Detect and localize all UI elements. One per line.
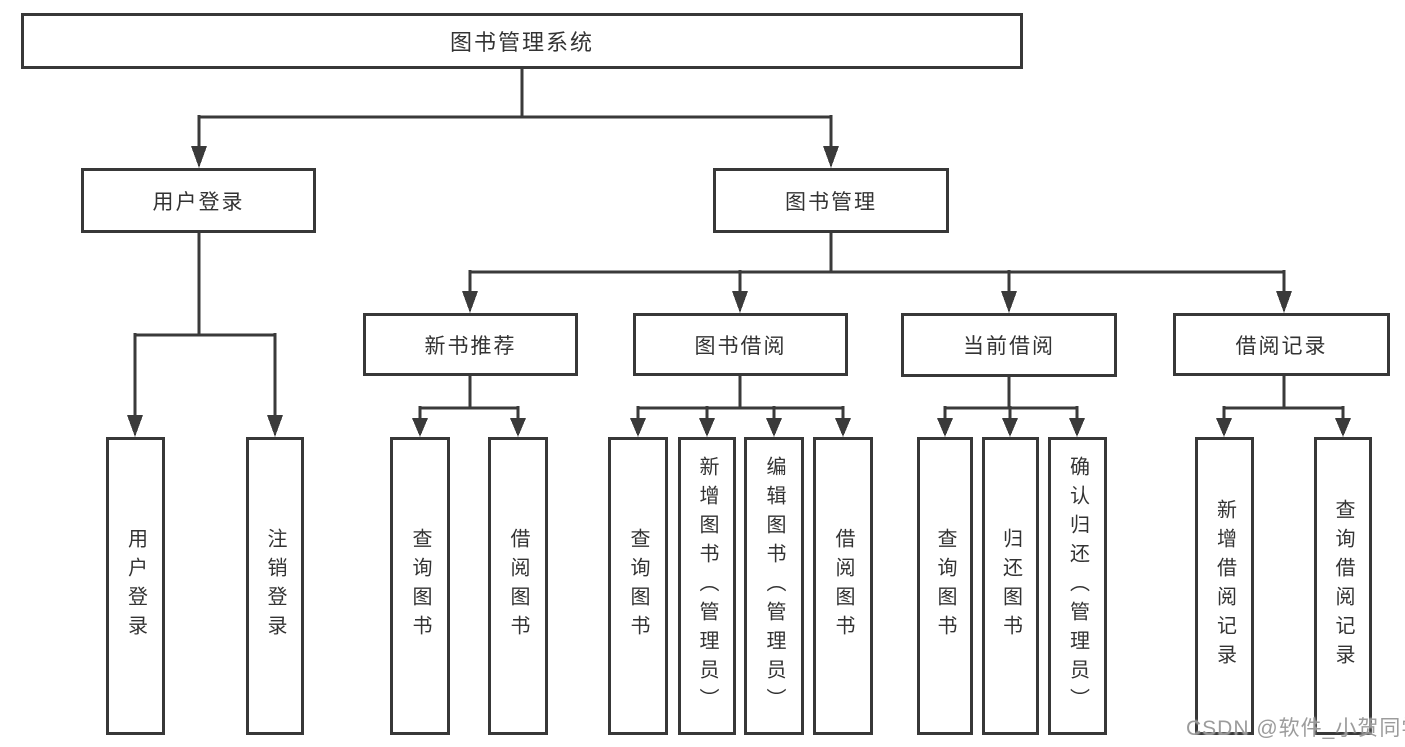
node-leaf-query-books-3: 查询图书 xyxy=(917,437,973,735)
node-leaf-return-books: 归还图书 xyxy=(982,437,1039,735)
node-leaf-logout: 注销登录 xyxy=(246,437,304,735)
node-book-borrowing: 图书借阅 xyxy=(633,313,848,376)
leaf-label: 新增借阅记录 xyxy=(1213,499,1236,673)
node-leaf-add-books-admin: 新增图书（管理员） xyxy=(678,437,736,735)
node-user-login: 用户登录 xyxy=(81,168,316,233)
node-leaf-query-borrow-record: 查询借阅记录 xyxy=(1314,437,1372,735)
node-leaf-user-login: 用户登录 xyxy=(106,437,165,735)
node-leaf-borrow-books-1: 借阅图书 xyxy=(488,437,548,735)
csdn-watermark: CSDN @软件_小贺同学 xyxy=(1186,717,1405,740)
leaf-label: 编辑图书（管理员） xyxy=(763,455,785,717)
node-leaf-edit-books-admin: 编辑图书（管理员） xyxy=(744,437,804,735)
leaf-label: 借阅图书 xyxy=(507,528,529,644)
node-book-management: 图书管理 xyxy=(713,168,949,233)
leaf-label: 注销登录 xyxy=(264,528,286,644)
node-leaf-query-books-2: 查询图书 xyxy=(608,437,668,735)
node-leaf-borrow-books-2: 借阅图书 xyxy=(813,437,873,735)
leaf-label: 归还图书 xyxy=(999,528,1022,644)
node-library-management-system: 图书管理系统 xyxy=(21,13,1023,69)
node-current-borrowing: 当前借阅 xyxy=(901,313,1117,377)
leaf-label: 查询图书 xyxy=(409,528,431,644)
node-borrowing-records: 借阅记录 xyxy=(1173,313,1390,376)
node-new-book-recommendation: 新书推荐 xyxy=(363,313,578,376)
leaf-label: 借阅图书 xyxy=(832,528,854,644)
node-leaf-add-borrow-record: 新增借阅记录 xyxy=(1195,437,1254,735)
node-leaf-confirm-return-admin: 确认归还（管理员） xyxy=(1048,437,1107,735)
leaf-label: 用户登录 xyxy=(124,528,147,644)
leaf-label: 查询借阅记录 xyxy=(1332,499,1354,673)
leaf-label: 查询图书 xyxy=(934,528,956,644)
node-leaf-query-books-1: 查询图书 xyxy=(390,437,450,735)
leaf-label: 查询图书 xyxy=(627,528,649,644)
leaf-label: 确认归还（管理员） xyxy=(1066,455,1089,717)
leaf-label: 新增图书（管理员） xyxy=(696,455,718,717)
